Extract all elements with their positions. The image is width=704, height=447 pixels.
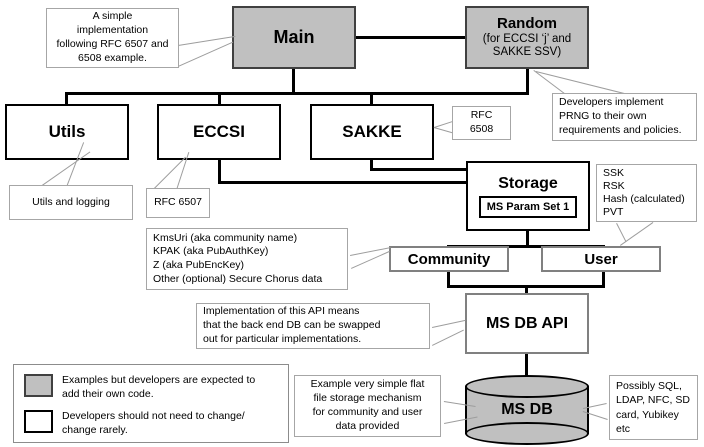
- edge-cu-to-api: [525, 285, 528, 295]
- edge-cu-bus-top: [447, 245, 605, 248]
- node-user[interactable]: User: [541, 246, 661, 272]
- callout-ms-db-left-line1: Example very simple flat: [310, 378, 425, 391]
- callout-ms-db-left-line3: for community and user: [312, 406, 423, 418]
- leader-user-note-b: [620, 222, 654, 246]
- callout-ms-db-right-line4: etc: [616, 422, 631, 435]
- leader-community-note-a: [350, 247, 391, 256]
- legend-swatch-example: [24, 374, 53, 397]
- callout-main-note[interactable]: A simple implementation following RFC 65…: [46, 8, 179, 68]
- legend-row-example: Examples but developers are expected to …: [24, 374, 278, 401]
- callout-ms-db-right-line3: card, Yubikey: [616, 408, 679, 421]
- callout-community-line4: Other (optional) Secure Chorus data: [153, 272, 323, 285]
- callout-community-note[interactable]: KmsUri (aka community name) KPAK (aka Pu…: [146, 228, 348, 290]
- edge-eccsi-down: [218, 158, 221, 184]
- node-eccsi-label: ECCSI: [193, 122, 245, 141]
- node-sakke-label: SAKKE: [342, 122, 402, 141]
- node-utils[interactable]: Utils: [5, 104, 129, 160]
- node-user-label: User: [584, 250, 618, 268]
- callout-user-keys-line4: PVT: [603, 206, 624, 219]
- legend-stable-line2: change rarely.: [62, 423, 128, 436]
- callout-random-note-line1: Developers implement: [559, 96, 664, 109]
- node-storage-param-set[interactable]: MS Param Set 1: [478, 195, 578, 218]
- callout-community-line2: KPAK (aka PubAuthKey): [153, 245, 269, 258]
- callout-ms-db-api-line1: Implementation of this API means: [203, 305, 360, 318]
- legend-stable-line1: Developers should not need to change/: [62, 410, 245, 423]
- legend-row-stable: Developers should not need to change/ ch…: [24, 410, 278, 437]
- node-random-sub-line2: SAKKE SSV): [492, 45, 562, 58]
- callout-ms-db-right-line2: LDAP, NFC, SD: [616, 394, 690, 407]
- leader-user-note-a: [616, 223, 627, 243]
- node-random-label: Random: [497, 15, 557, 33]
- callout-random-note-line2: PRNG to their own: [559, 110, 647, 123]
- edge-drop-utils: [65, 92, 68, 106]
- edge-drop-sakke: [370, 92, 373, 106]
- legend-example-line2: add their own code.: [62, 387, 154, 400]
- callout-random-note-line3: requirements and policies.: [559, 123, 682, 136]
- edge-sakke-storage: [370, 168, 468, 171]
- leader-api-note-b: [432, 329, 464, 346]
- callout-user-keys-line1: SSK: [603, 166, 625, 179]
- legend-example-line1: Examples but developers are expected to: [62, 374, 256, 386]
- callout-ms-db-api-note[interactable]: Implementation of this API means that th…: [196, 303, 430, 349]
- callout-community-line3: Z (aka PubEncKey): [153, 259, 245, 271]
- legend-text-stable: Developers should not need to change/ ch…: [62, 410, 245, 437]
- callout-eccsi-note[interactable]: RFC 6507: [146, 188, 210, 218]
- edge-sakke-down: [370, 158, 373, 171]
- callout-main-note-line2: implementation: [76, 24, 149, 37]
- node-random-sub-line1: (for ECCSI ‘j’ and: [482, 33, 572, 46]
- node-sakke[interactable]: SAKKE: [310, 104, 434, 160]
- leader-main-note-b: [178, 41, 234, 67]
- callout-main-note-line1: A simple: [92, 10, 133, 23]
- node-random[interactable]: Random (for ECCSI ‘j’ and SAKKE SSV): [465, 6, 589, 69]
- callout-ms-db-api-line2: that the back end DB can be swapped: [203, 319, 381, 332]
- legend-text-example: Examples but developers are expected to …: [62, 374, 255, 401]
- callout-sakke-note-text: RFC 6508: [469, 109, 494, 135]
- node-ms-db[interactable]: MS DB: [465, 375, 589, 445]
- callout-main-note-line3: following RFC 6507 and: [56, 38, 169, 50]
- edge-storage-down: [526, 230, 529, 248]
- node-eccsi[interactable]: ECCSI: [157, 104, 281, 160]
- legend: Examples but developers are expected to …: [13, 364, 289, 443]
- node-ms-db-api-label: MS DB API: [485, 314, 569, 332]
- callout-sakke-note[interactable]: RFC 6508: [452, 106, 511, 140]
- callout-community-line1: KmsUri (aka community name): [153, 231, 298, 244]
- cylinder-bottom-ellipse: [465, 422, 589, 445]
- node-storage-label: Storage: [498, 174, 558, 192]
- node-ms-db-api[interactable]: MS DB API: [465, 293, 589, 354]
- edge-community-down: [447, 271, 450, 287]
- edge-random-down: [526, 68, 529, 94]
- callout-utils-note[interactable]: Utils and logging: [9, 185, 133, 220]
- leader-api-note-a: [432, 319, 466, 328]
- node-ms-db-label: MS DB: [501, 401, 553, 418]
- node-main[interactable]: Main: [232, 6, 356, 69]
- edge-api-to-db: [525, 353, 528, 378]
- edge-main-random: [356, 36, 466, 39]
- node-community[interactable]: Community: [389, 246, 509, 272]
- callout-user-keys-note[interactable]: SSK RSK Hash (calculated) PVT: [596, 164, 697, 222]
- callout-user-keys-line2: RSK: [603, 179, 625, 192]
- cylinder-top-ellipse: [465, 375, 589, 398]
- callout-ms-db-left-note[interactable]: Example very simple flat file storage me…: [294, 375, 441, 437]
- node-community-label: Community: [407, 250, 491, 268]
- callout-ms-db-left-line4: data provided: [335, 419, 400, 432]
- callout-ms-db-left-line2: file storage mechanism: [313, 392, 422, 405]
- legend-swatch-stable: [24, 410, 53, 434]
- callout-main-note-line4: 6508 example.: [78, 51, 147, 64]
- edge-random-bus: [370, 92, 529, 95]
- callout-user-keys-line3: Hash (calculated): [603, 193, 685, 205]
- callout-ms-db-right-note[interactable]: Possibly SQL, LDAP, NFC, SD card, Yubike…: [609, 375, 698, 440]
- node-utils-label: Utils: [48, 122, 86, 141]
- callout-eccsi-note-text: RFC 6507: [154, 196, 202, 209]
- callout-random-note[interactable]: Developers implement PRNG to their own r…: [552, 93, 697, 141]
- edge-user-down: [602, 271, 605, 287]
- node-main-label: Main: [273, 27, 315, 47]
- edge-eccsi-storage: [218, 181, 468, 184]
- node-storage[interactable]: Storage MS Param Set 1: [466, 161, 590, 231]
- callout-ms-db-api-line3: out for particular implementations.: [203, 332, 362, 345]
- callout-ms-db-right-line1: Possibly SQL,: [616, 380, 682, 393]
- edge-main-stem: [292, 68, 295, 94]
- edge-drop-eccsi: [218, 92, 221, 106]
- callout-utils-note-text: Utils and logging: [32, 195, 110, 208]
